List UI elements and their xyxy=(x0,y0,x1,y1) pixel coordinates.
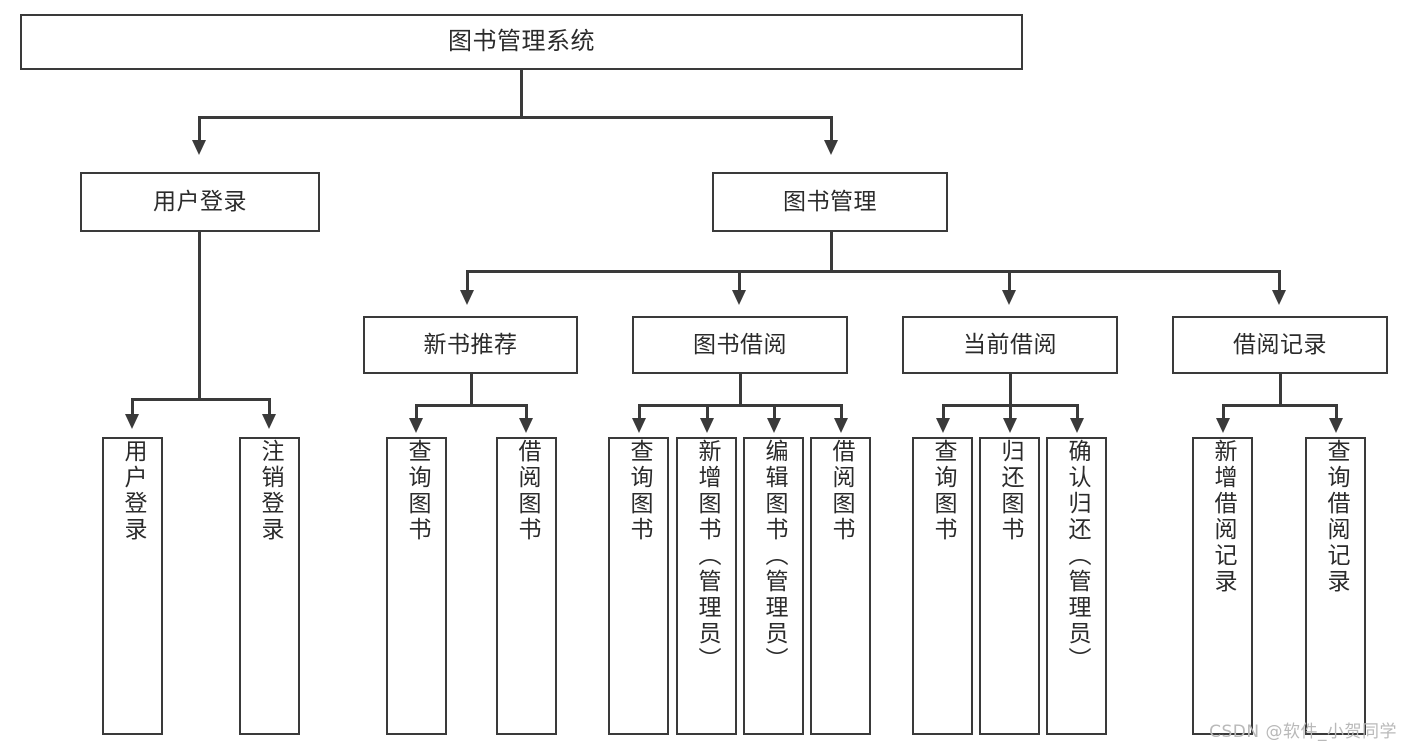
connector-borrow-record-trunk xyxy=(1279,374,1282,406)
connector-bm-drop-3 xyxy=(1008,270,1011,292)
node-book-borrow[interactable]: 图书借阅 xyxy=(632,316,848,374)
connector-root-bus xyxy=(198,116,832,119)
node-label: 新增图书（管理员） xyxy=(694,439,720,673)
connector-book-borrow-bus xyxy=(638,404,842,407)
node-root-system[interactable]: 图书管理系统 xyxy=(20,14,1023,70)
arrow-root-to-book-mgmt xyxy=(824,140,838,155)
arrow-bb-leaf-1 xyxy=(632,418,646,433)
leaf-current-borrow-confirm-return[interactable]: 确认归还（管理员） xyxy=(1046,437,1107,735)
node-label: 借阅记录 xyxy=(1233,331,1327,358)
connector-bb-drop-3 xyxy=(773,404,776,420)
leaf-new-book-borrow[interactable]: 借阅图书 xyxy=(496,437,557,735)
arrow-br-leaf-2 xyxy=(1329,418,1343,433)
connector-cb-drop-2 xyxy=(1009,404,1012,420)
arrow-bm-to-new-book xyxy=(460,290,474,305)
arrow-cb-leaf-2 xyxy=(1003,418,1017,433)
connector-book-mgmt-trunk xyxy=(830,232,833,272)
arrow-bm-to-current-borrow xyxy=(1002,290,1016,305)
node-label: 查询图书 xyxy=(930,439,956,543)
leaf-borrow-record-add[interactable]: 新增借阅记录 xyxy=(1192,437,1253,735)
node-label: 编辑图书（管理员） xyxy=(761,439,787,673)
connector-nb-drop-1 xyxy=(415,404,418,420)
connector-book-borrow-trunk xyxy=(739,374,742,406)
connector-bb-drop-4 xyxy=(840,404,843,420)
leaf-book-borrow-query[interactable]: 查询图书 xyxy=(608,437,669,735)
arrow-bb-leaf-4 xyxy=(834,418,848,433)
leaf-book-borrow-borrow[interactable]: 借阅图书 xyxy=(810,437,871,735)
arrow-cb-leaf-1 xyxy=(936,418,950,433)
node-label: 图书管理 xyxy=(783,188,877,215)
node-label: 归还图书 xyxy=(997,439,1023,543)
connector-borrow-record-bus xyxy=(1222,404,1337,407)
connector-br-drop-1 xyxy=(1222,404,1225,420)
arrow-user-login-leaf-2 xyxy=(262,414,276,429)
connector-user-login-drop-1 xyxy=(131,398,134,416)
connector-bb-drop-1 xyxy=(638,404,641,420)
connector-root-to-user-login xyxy=(198,116,201,143)
node-new-book-recommend[interactable]: 新书推荐 xyxy=(363,316,578,374)
node-label: 图书借阅 xyxy=(693,331,787,358)
leaf-user-login-logout[interactable]: 注销登录 xyxy=(239,437,300,735)
node-label: 借阅图书 xyxy=(828,439,854,543)
connector-root-to-book-mgmt xyxy=(830,116,833,143)
node-label: 查询图书 xyxy=(626,439,652,543)
leaf-user-login-login[interactable]: 用户登录 xyxy=(102,437,163,735)
node-current-borrow[interactable]: 当前借阅 xyxy=(902,316,1118,374)
node-user-login[interactable]: 用户登录 xyxy=(80,172,320,232)
leaf-book-borrow-edit[interactable]: 编辑图书（管理员） xyxy=(743,437,804,735)
node-borrow-record[interactable]: 借阅记录 xyxy=(1172,316,1388,374)
connector-nb-drop-2 xyxy=(525,404,528,420)
connector-new-book-trunk xyxy=(470,374,473,406)
node-label: 图书管理系统 xyxy=(448,27,595,56)
connector-br-drop-2 xyxy=(1335,404,1338,420)
leaf-book-borrow-add[interactable]: 新增图书（管理员） xyxy=(676,437,737,735)
node-label: 借阅图书 xyxy=(514,439,540,543)
node-label: 查询图书 xyxy=(404,439,430,543)
arrow-cb-leaf-3 xyxy=(1070,418,1084,433)
arrow-nb-leaf-2 xyxy=(519,418,533,433)
arrow-br-leaf-1 xyxy=(1216,418,1230,433)
arrow-bm-to-book-borrow xyxy=(732,290,746,305)
connector-bb-drop-2 xyxy=(706,404,709,420)
connector-user-login-bus xyxy=(131,398,268,401)
node-label: 用户登录 xyxy=(153,188,247,215)
node-label: 当前借阅 xyxy=(963,331,1057,358)
node-label: 新增借阅记录 xyxy=(1210,439,1236,595)
connector-bm-drop-2 xyxy=(738,270,741,292)
node-label: 注销登录 xyxy=(257,439,283,543)
connector-user-login-drop-2 xyxy=(268,398,271,416)
connector-new-book-bus xyxy=(415,404,527,407)
arrow-bm-to-borrow-record xyxy=(1272,290,1286,305)
watermark: CSDN @软件_小贺同学 xyxy=(1209,722,1397,742)
leaf-new-book-query[interactable]: 查询图书 xyxy=(386,437,447,735)
leaf-current-borrow-return[interactable]: 归还图书 xyxy=(979,437,1040,735)
leaf-current-borrow-query[interactable]: 查询图书 xyxy=(912,437,973,735)
node-label: 确认归还（管理员） xyxy=(1064,439,1090,673)
connector-root-trunk xyxy=(520,70,523,118)
connector-user-login-trunk xyxy=(198,232,201,400)
connector-bm-drop-1 xyxy=(466,270,469,292)
node-label: 用户登录 xyxy=(120,439,146,543)
arrow-root-to-user-login xyxy=(192,140,206,155)
node-label: 查询借阅记录 xyxy=(1323,439,1349,595)
arrow-nb-leaf-1 xyxy=(409,418,423,433)
node-book-management[interactable]: 图书管理 xyxy=(712,172,948,232)
connector-current-borrow-trunk xyxy=(1009,374,1012,406)
arrow-bb-leaf-2 xyxy=(700,418,714,433)
connector-book-mgmt-bus xyxy=(466,270,1280,273)
connector-cb-drop-3 xyxy=(1076,404,1079,420)
leaf-borrow-record-query[interactable]: 查询借阅记录 xyxy=(1305,437,1366,735)
connector-cb-drop-1 xyxy=(942,404,945,420)
arrow-bb-leaf-3 xyxy=(767,418,781,433)
node-label: 新书推荐 xyxy=(423,331,518,358)
connector-bm-drop-4 xyxy=(1278,270,1281,292)
arrow-user-login-leaf-1 xyxy=(125,414,139,429)
